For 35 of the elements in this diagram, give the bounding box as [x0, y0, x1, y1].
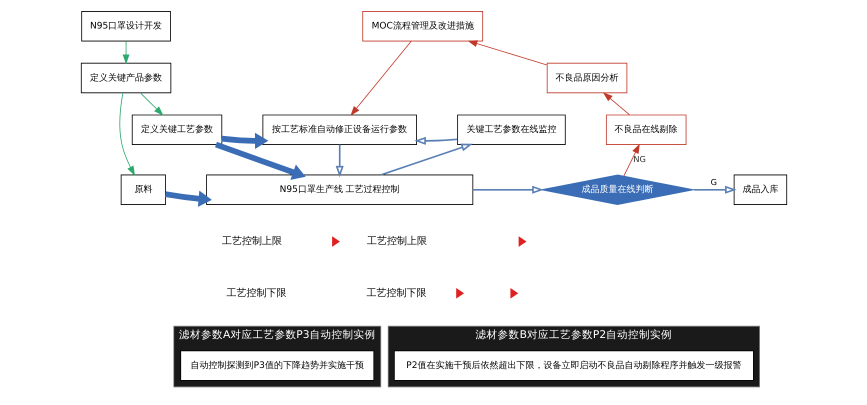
node-box: 定义关键产品参数 [80, 62, 171, 94]
edge-label: G [710, 176, 717, 187]
label: 工艺控制上限 [366, 236, 427, 248]
arrow [622, 144, 640, 177]
arrow [693, 186, 736, 194]
node-box: P2值在实施干预后依然超出下限，设备立即启动不良品自动剔除程序并触发一级报警 [393, 350, 754, 381]
edge-label: NG [632, 154, 646, 164]
arrow [350, 40, 412, 116]
arrow [335, 144, 344, 178]
node-box: 不良品在线剔除 [605, 114, 686, 145]
node-box: 成品入库 [733, 174, 787, 205]
node-box: MOC流程管理及改进措施 [362, 11, 483, 42]
arrow [140, 92, 164, 116]
node-box: 关键工艺参数在线监控 [456, 114, 566, 145]
arrow [122, 40, 130, 64]
arrow [602, 92, 630, 116]
label: 工艺控制下限 [226, 288, 286, 299]
arrow [164, 190, 212, 207]
node-box: 按工艺标准自动修正设备运行参数 [262, 114, 416, 145]
arrow [221, 132, 268, 150]
node-box: 自动控制探测到P3值的下降趋势并实施干预 [180, 350, 374, 381]
arrow [467, 40, 547, 66]
node-box: 原料 [120, 174, 166, 205]
arrow [380, 144, 472, 176]
node-box: 定义关键工艺参数 [131, 114, 222, 145]
arrow [118, 92, 135, 176]
label: 工艺控制下限 [366, 288, 426, 299]
node-diamond: 成品质量在线判断 [540, 174, 694, 205]
arrow [414, 136, 458, 145]
arrow [214, 142, 306, 180]
node-box: N95口罩生产线 工艺过程控制 [206, 174, 473, 205]
node-box: N95口罩设计开发 [80, 11, 170, 42]
label: 工艺控制上限 [221, 236, 282, 248]
arrow [472, 186, 544, 194]
node-box: 不良品原因分析 [546, 62, 627, 94]
